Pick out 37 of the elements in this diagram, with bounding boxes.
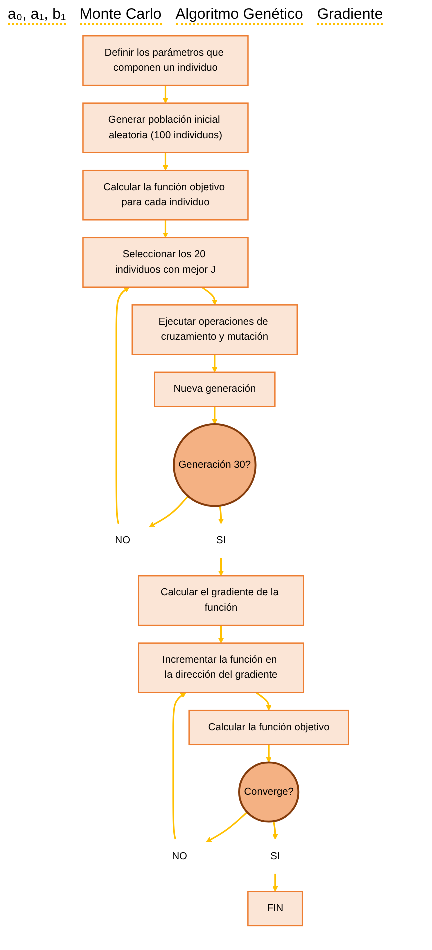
arrow bbox=[212, 406, 218, 425]
node-circle: Generación 30? bbox=[173, 424, 257, 508]
annotation-label: Gradiente bbox=[317, 6, 384, 25]
arrow bbox=[218, 626, 224, 644]
annotation-label: Algoritmo Genético bbox=[176, 6, 304, 25]
node-box: Seleccionar los 20 individuos con mejor J bbox=[82, 237, 249, 288]
arrow bbox=[162, 220, 169, 238]
arrow bbox=[212, 354, 218, 373]
arrow bbox=[149, 496, 189, 528]
node-text: SI bbox=[270, 851, 280, 862]
node-circle: Converge? bbox=[238, 762, 300, 823]
arrow bbox=[272, 821, 278, 840]
annotation-label: Monte Carlo bbox=[80, 6, 162, 25]
node-box: Generar población inicial aleatoria (100 individuos) bbox=[82, 102, 249, 154]
node-box: Calcular la función objetivo bbox=[188, 710, 350, 746]
node-box: Incrementar la función en la dirección del gradiente bbox=[138, 642, 304, 694]
arrow bbox=[162, 86, 169, 104]
node-box: Calcular el gradiente de la función bbox=[138, 575, 304, 626]
arrow bbox=[266, 744, 272, 763]
arrow bbox=[218, 506, 224, 524]
arrow bbox=[201, 286, 218, 306]
arrow bbox=[172, 692, 186, 840]
arrow bbox=[218, 558, 224, 576]
arrow bbox=[116, 287, 130, 524]
node-box: Ejecutar operaciones de cruzamiento y mutación bbox=[132, 304, 298, 356]
arrow bbox=[272, 874, 278, 892]
arrow bbox=[206, 812, 248, 842]
node-text: SI bbox=[216, 535, 226, 546]
node-text: NO bbox=[172, 851, 188, 862]
arrow bbox=[256, 692, 272, 711]
node-box: FIN bbox=[248, 891, 304, 927]
node-text: NO bbox=[115, 535, 131, 546]
node-box: Nueva generación bbox=[154, 372, 276, 408]
node-box: Definir los parámetros que componen un individuo bbox=[82, 35, 249, 86]
annotation-label: a₀, a₁, b₁ bbox=[8, 6, 66, 25]
node-box: Calcular la función objetivo para cada individuo bbox=[82, 170, 249, 221]
arrow bbox=[162, 152, 169, 171]
